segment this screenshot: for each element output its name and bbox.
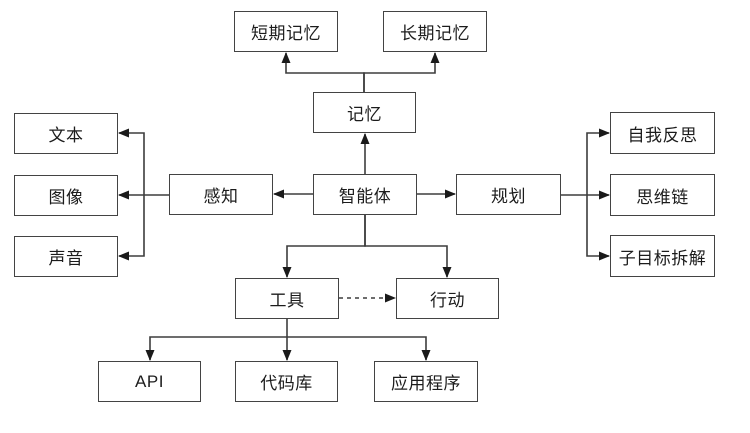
node-label-text: 文本	[48, 126, 84, 145]
node-short-term-memory: 短期记忆	[234, 11, 338, 52]
node-label-agent: 智能体	[338, 187, 392, 206]
node-long-term-memory: 长期记忆	[383, 11, 487, 52]
edge-agent-to-tools	[282, 215, 366, 278]
edge-perception-to-text	[118, 128, 145, 195]
edge-planning-to-subgoal-decomposition	[586, 195, 610, 261]
node-label-chain-of-thought: 思维链	[636, 187, 689, 207]
node-label-tools: 工具	[269, 291, 305, 310]
node-label-sound: 声音	[48, 249, 84, 268]
node-memory: 记忆	[313, 92, 416, 133]
node-label-api: API	[135, 371, 164, 391]
node-self-reflection: 自我反思	[610, 112, 715, 154]
edge-memory-to-short-term-memory	[281, 52, 365, 92]
node-code-library: 代码库	[235, 361, 338, 402]
node-label-action: 行动	[430, 291, 465, 310]
node-label-applications: 应用程序	[391, 374, 461, 393]
node-label-short-term-memory: 短期记忆	[251, 24, 321, 43]
node-chain-of-thought: 思维链	[610, 174, 715, 216]
node-perception: 感知	[169, 174, 273, 215]
edge-tools-to-applications	[287, 336, 431, 361]
node-action: 行动	[396, 278, 499, 319]
node-label-perception: 感知	[203, 187, 239, 206]
node-applications: 应用程序	[374, 361, 478, 402]
node-label-self-reflection: 自我反思	[627, 125, 698, 145]
node-planning: 规划	[456, 174, 561, 215]
node-subgoal-decomposition: 子目标拆解	[610, 235, 715, 277]
edge-tools-to-api	[145, 336, 287, 361]
edge-planning-to-self-reflection	[586, 128, 610, 195]
node-api: API	[98, 361, 201, 402]
node-sound: 声音	[14, 236, 118, 277]
node-label-code-library: 代码库	[260, 374, 313, 393]
node-label-image: 图像	[48, 188, 84, 207]
edge-memory-to-long-term-memory	[363, 52, 440, 92]
node-label-subgoal-decomposition: 子目标拆解	[618, 248, 707, 268]
node-agent: 智能体	[313, 174, 417, 215]
node-label-planning: 规划	[491, 187, 526, 206]
node-label-memory: 记忆	[347, 105, 382, 124]
node-text: 文本	[14, 113, 118, 154]
node-image: 图像	[14, 175, 118, 216]
edge-perception-to-sound	[118, 195, 145, 261]
node-tools: 工具	[235, 278, 339, 319]
node-label-long-term-memory: 长期记忆	[400, 24, 470, 43]
edge-agent-to-action	[364, 215, 452, 278]
